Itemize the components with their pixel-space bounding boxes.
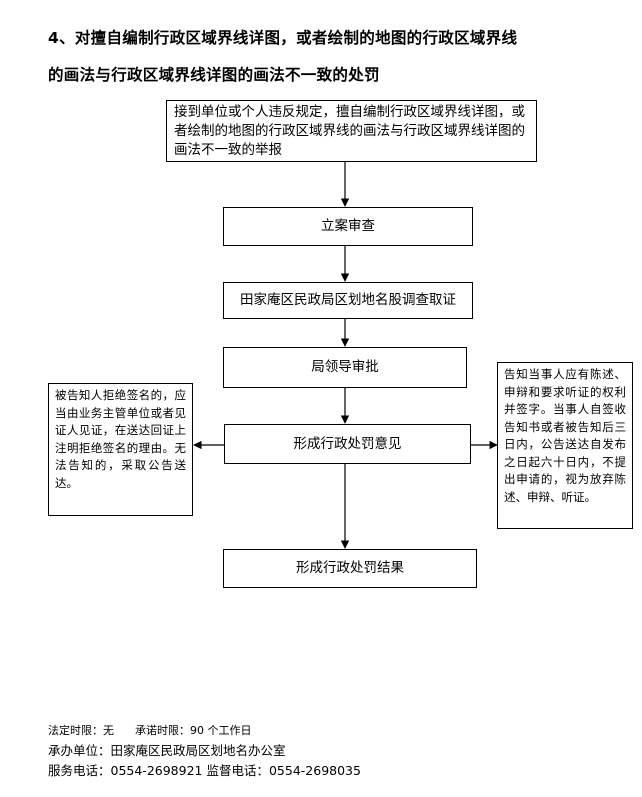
step-investigation: 田家庵区民政局区划地名股调查取证 [223,282,473,319]
left-note-text: 被告知人拒绝签名的，应当由业务主管单位或者见证人见证，在送达回证上注明拒绝签名的… [55,388,186,490]
step-penalty-opinion: 形成行政处罚意见 [224,424,471,464]
page-title-line1: 4、对擅自编制行政区域界线详图，或者绘制的地图的行政区域界线 [48,29,518,47]
right-note-text: 告知当事人应有陈述、申辩和要求听证的权利并签字。当事人自签收告知书或者被告知后三… [504,367,626,504]
step-report-received-text: 接到单位或个人违反规定，擅自编制行政区域界线详图，或者绘制的地图的行政区域界线的… [174,104,525,158]
step-leader-approval-text: 局领导审批 [311,359,379,375]
step-penalty-opinion-text: 形成行政处罚意见 [293,435,402,452]
right-note-notification: 告知当事人应有陈述、申辩和要求听证的权利并签字。当事人自签收告知书或者被告知后三… [497,362,633,529]
page-title-line2: 的画法与行政区域界线详图的画法不一致的处罚 [48,66,380,84]
footer-time-limits: 法定时限：无 承诺时限：90 个工作日 [48,724,252,737]
left-note-refusal: 被告知人拒绝签名的，应当由业务主管单位或者见证人见证，在送达回证上注明拒绝签名的… [48,383,193,516]
step-case-review-text: 立案审查 [321,218,375,234]
step-leader-approval: 局领导审批 [223,347,467,388]
footer-phones: 服务电话：0554-2698921 监督电话：0554-2698035 [48,763,361,778]
footer-office: 承办单位：田家庵区民政局区划地名办公室 [48,743,286,758]
step-case-review: 立案审查 [223,207,473,246]
step-penalty-result-text: 形成行政处罚结果 [296,560,404,576]
step-investigation-text: 田家庵区民政局区划地名股调查取证 [240,292,456,308]
step-report-received: 接到单位或个人违反规定，擅自编制行政区域界线详图，或者绘制的地图的行政区域界线的… [166,100,537,162]
step-penalty-result: 形成行政处罚结果 [223,549,477,588]
